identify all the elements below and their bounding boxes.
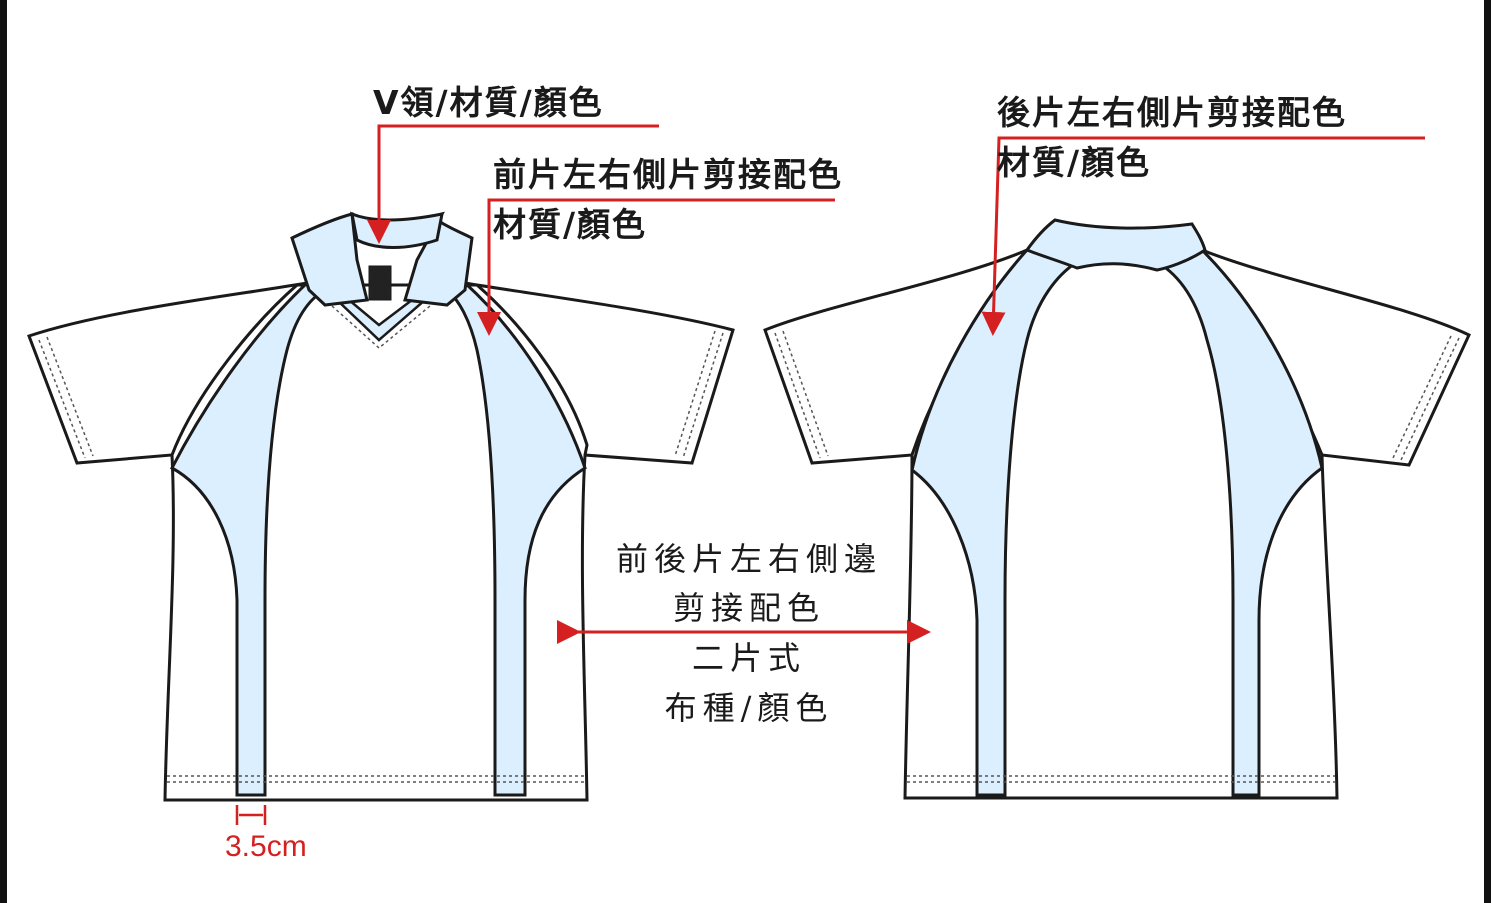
garment-diagram (27, 124, 1471, 825)
front-panel-label-line2: 材質/顏色 (493, 205, 648, 244)
back-left-cuff-stitch (774, 330, 829, 459)
back-yoke (1024, 218, 1207, 272)
front-shirt (27, 211, 735, 802)
front-right-cuff-stitch (674, 330, 724, 459)
collar-callout-line (367, 124, 659, 244)
callouts (235, 124, 1425, 825)
collar-label: V領/材質/顏色 (373, 83, 604, 122)
side-seam-label-line2: 剪接配色 (672, 589, 825, 627)
back-right-cuff-stitch (1392, 335, 1460, 461)
side-seam-label-line1: 前後片左右側邊 (615, 540, 882, 578)
back-panel-label-line1: 後片左右側片剪接配色 (997, 93, 1347, 132)
back-hem-stitch (907, 775, 1335, 783)
stripe-width-label: 3.5cm (225, 830, 307, 863)
front-collar-band (350, 211, 444, 249)
back-shirt (763, 218, 1471, 800)
neck-label (368, 265, 392, 301)
front-hem-stitch (167, 775, 585, 783)
stripe-width-dimension (235, 805, 267, 825)
front-panel-callout-line (477, 198, 835, 336)
back-right-panel (1153, 248, 1324, 797)
back-panel-callout-line (981, 136, 1425, 336)
back-left-panel (910, 248, 1081, 797)
side-seam-label-line3: 二片式 (691, 639, 806, 677)
front-left-panel (169, 281, 329, 797)
front-panel-label-line1: 前片左右側片剪接配色 (493, 155, 843, 194)
side-seam-label-line4: 布種/顏色 (664, 689, 834, 727)
front-collar-left (290, 212, 369, 307)
back-panel-label-line2: 材質/顏色 (997, 143, 1152, 182)
front-right-panel (444, 281, 587, 797)
